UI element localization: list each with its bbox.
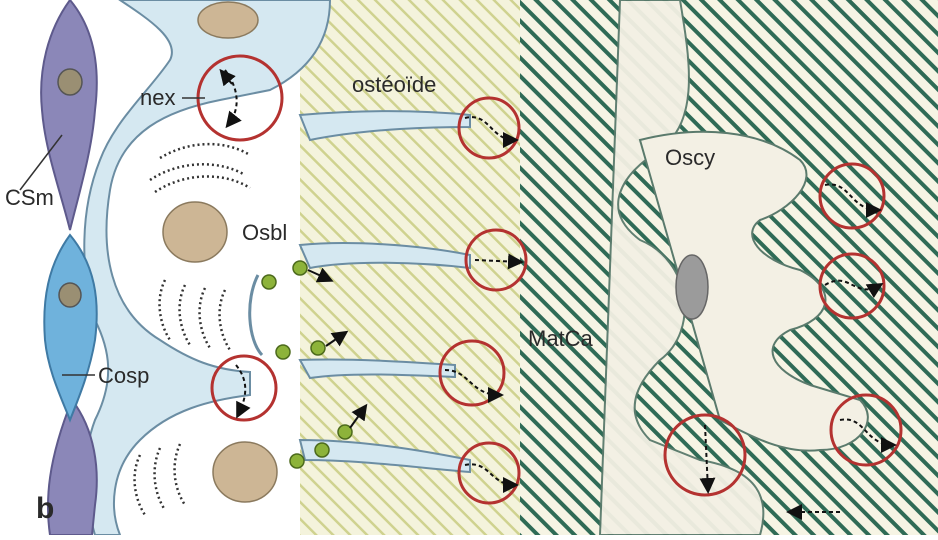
label-osteocyte: Oscy [665,145,715,170]
label-marrow-stromal-cell: CSm [5,185,54,210]
osteocyte-nucleus [676,255,708,319]
label-osteoblast: Osbl [242,220,287,245]
label-nex: nex [140,85,175,110]
label-calcified-matrix: MatCa [528,326,594,351]
label-osteoid: ostéoïde [352,72,436,97]
panel-label: b [36,492,54,525]
label-osteoprogenitor: Cosp [98,363,149,388]
